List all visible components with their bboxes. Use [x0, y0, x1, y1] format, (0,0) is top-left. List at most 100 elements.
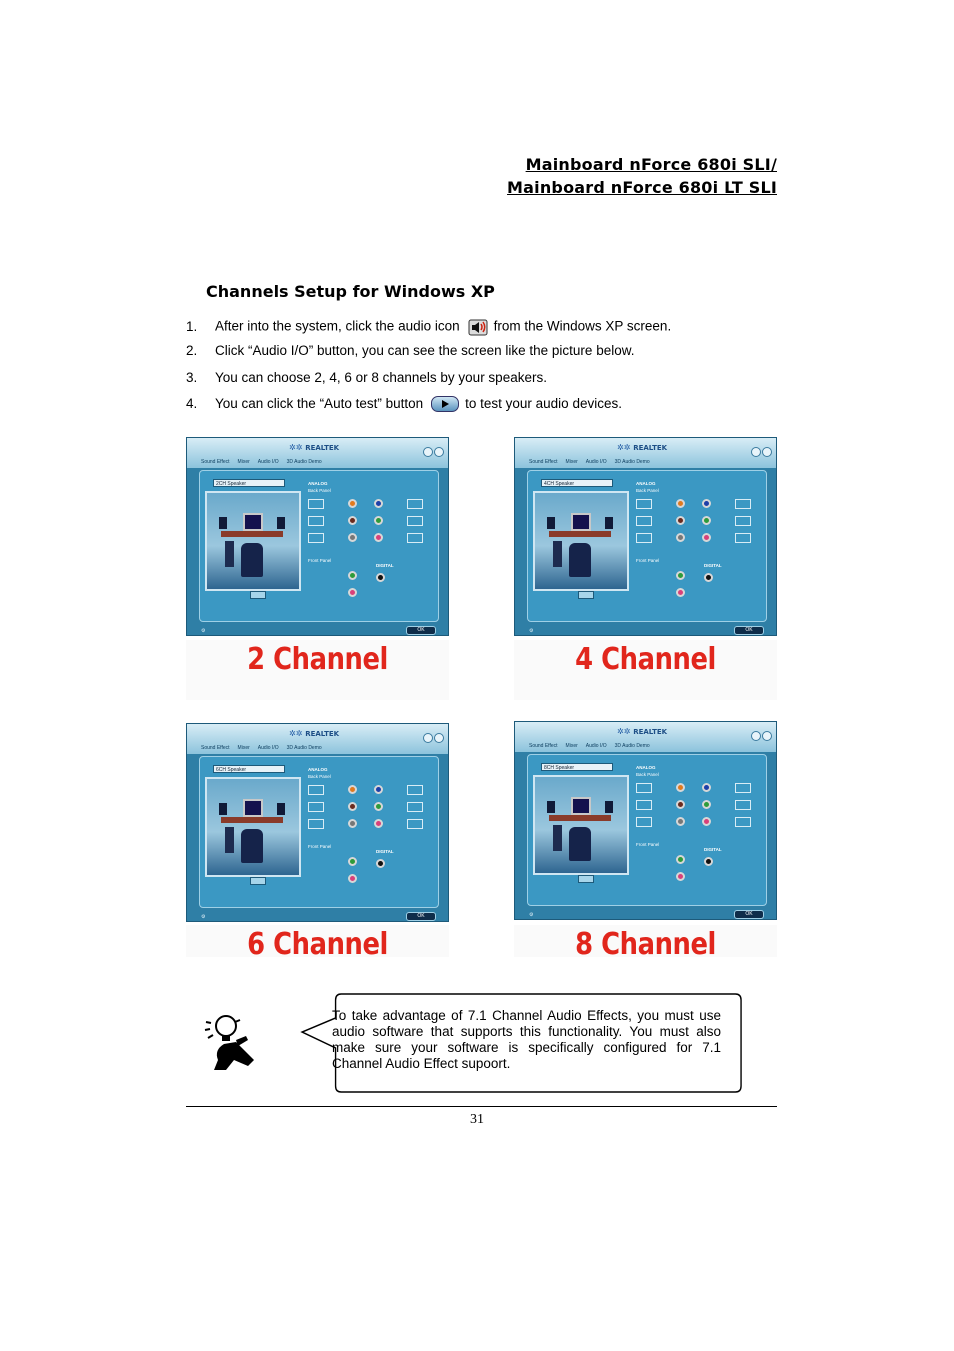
tab[interactable]: Mixer [565, 743, 578, 749]
step-text: You can click the “Auto test” button [215, 396, 424, 411]
channel-caption: 4 Channel [575, 642, 716, 677]
auto-test-button[interactable] [578, 591, 594, 599]
close-icon[interactable] [434, 447, 444, 457]
close-icon[interactable] [434, 733, 444, 743]
speaker-dropdown[interactable]: 2CH Speaker [213, 479, 285, 487]
panel-tabs: Sound Effect Mixer Audio I/O 3D Audio Demo [529, 743, 658, 749]
digital-jack[interactable] [376, 859, 385, 868]
device-icon [407, 533, 423, 543]
jack[interactable] [676, 571, 685, 580]
tab[interactable]: Sound Effect [529, 459, 558, 465]
speaker-dropdown[interactable]: 4CH Speaker [541, 479, 613, 487]
jack[interactable] [348, 819, 357, 828]
panel-footer-icon: ⚙ [201, 628, 206, 634]
jack[interactable] [702, 533, 711, 542]
tab[interactable]: Audio I/O [257, 459, 279, 465]
speaker-dropdown[interactable]: 6CH Speaker [213, 765, 285, 773]
auto-test-button[interactable] [578, 875, 594, 883]
tab[interactable]: 3D Audio Demo [614, 459, 650, 465]
digital-jack[interactable] [704, 857, 713, 866]
tab[interactable]: Mixer [237, 459, 250, 465]
jack[interactable] [348, 874, 357, 883]
auto-test-button[interactable] [250, 877, 266, 885]
tab[interactable]: 3D Audio Demo [614, 743, 650, 749]
back-panel-label: Back Panel [308, 774, 331, 779]
device-icon [407, 785, 423, 795]
ok-button[interactable]: OK [406, 912, 436, 921]
tab[interactable]: 3D Audio Demo [286, 459, 322, 465]
play-icon[interactable] [431, 396, 460, 413]
jack[interactable] [348, 533, 357, 542]
tab[interactable]: 3D Audio Demo [286, 745, 322, 751]
speaker-pair-icon [636, 817, 652, 827]
speaker-icon[interactable] [468, 317, 488, 337]
jack[interactable] [702, 516, 711, 525]
minimize-icon[interactable] [423, 733, 433, 743]
jack[interactable] [676, 855, 685, 864]
speaker-pair-icon [308, 819, 324, 829]
ok-button[interactable]: OK [734, 910, 764, 919]
jack[interactable] [374, 785, 383, 794]
jack[interactable] [348, 588, 357, 597]
jack[interactable] [348, 857, 357, 866]
jack[interactable] [348, 571, 357, 580]
ok-button[interactable]: OK [734, 626, 764, 635]
tab[interactable]: Sound Effect [201, 459, 230, 465]
ok-button[interactable]: OK [406, 626, 436, 635]
jack[interactable] [348, 499, 357, 508]
tab[interactable]: Mixer [565, 459, 578, 465]
jack[interactable] [374, 499, 383, 508]
jack[interactable] [676, 588, 685, 597]
jack[interactable] [348, 516, 357, 525]
header-line-2: Mainboard nForce 680i LT SLI [507, 178, 777, 197]
jack[interactable] [374, 533, 383, 542]
jack[interactable] [348, 802, 357, 811]
jack[interactable] [676, 533, 685, 542]
tab[interactable]: Mixer [237, 745, 250, 751]
jack[interactable] [374, 516, 383, 525]
tab[interactable]: Audio I/O [585, 743, 607, 749]
jack[interactable] [702, 817, 711, 826]
minimize-icon[interactable] [751, 731, 761, 741]
minimize-icon[interactable] [423, 447, 433, 457]
tab[interactable]: Sound Effect [529, 743, 558, 749]
speaker-pair-icon [636, 783, 652, 793]
step-2: 2.Click “Audio I/O” button, you can see … [186, 343, 634, 358]
back-panel-label: Back Panel [636, 772, 659, 777]
device-icon [407, 819, 423, 829]
device-icon [735, 533, 751, 543]
jack[interactable] [676, 499, 685, 508]
jack[interactable] [702, 800, 711, 809]
front-panel-label: Front Panel [636, 842, 660, 847]
device-icon [735, 516, 751, 526]
jack[interactable] [676, 800, 685, 809]
jack[interactable] [702, 783, 711, 792]
panel-footer-icon: ⚙ [201, 914, 206, 920]
speaker-dropdown[interactable]: 8CH Speaker [541, 763, 613, 771]
jack[interactable] [702, 499, 711, 508]
jack[interactable] [374, 819, 383, 828]
realtek-logo: REALTEK [289, 729, 339, 738]
tab[interactable]: Audio I/O [585, 459, 607, 465]
jack[interactable] [374, 802, 383, 811]
close-icon[interactable] [762, 447, 772, 457]
digital-jack[interactable] [704, 573, 713, 582]
minimize-icon[interactable] [751, 447, 761, 457]
tab[interactable]: Sound Effect [201, 745, 230, 751]
close-icon[interactable] [762, 731, 772, 741]
jack[interactable] [676, 516, 685, 525]
auto-test-button[interactable] [250, 591, 266, 599]
jack[interactable] [676, 783, 685, 792]
tab[interactable]: Audio I/O [257, 745, 279, 751]
jack[interactable] [676, 817, 685, 826]
jack[interactable] [676, 872, 685, 881]
speaker-pair-icon [636, 516, 652, 526]
panel-footer-icon: ⚙ [529, 912, 534, 918]
jack[interactable] [348, 785, 357, 794]
step-number: 3. [186, 370, 198, 385]
speaker-pair-icon [636, 533, 652, 543]
digital-jack[interactable] [376, 573, 385, 582]
